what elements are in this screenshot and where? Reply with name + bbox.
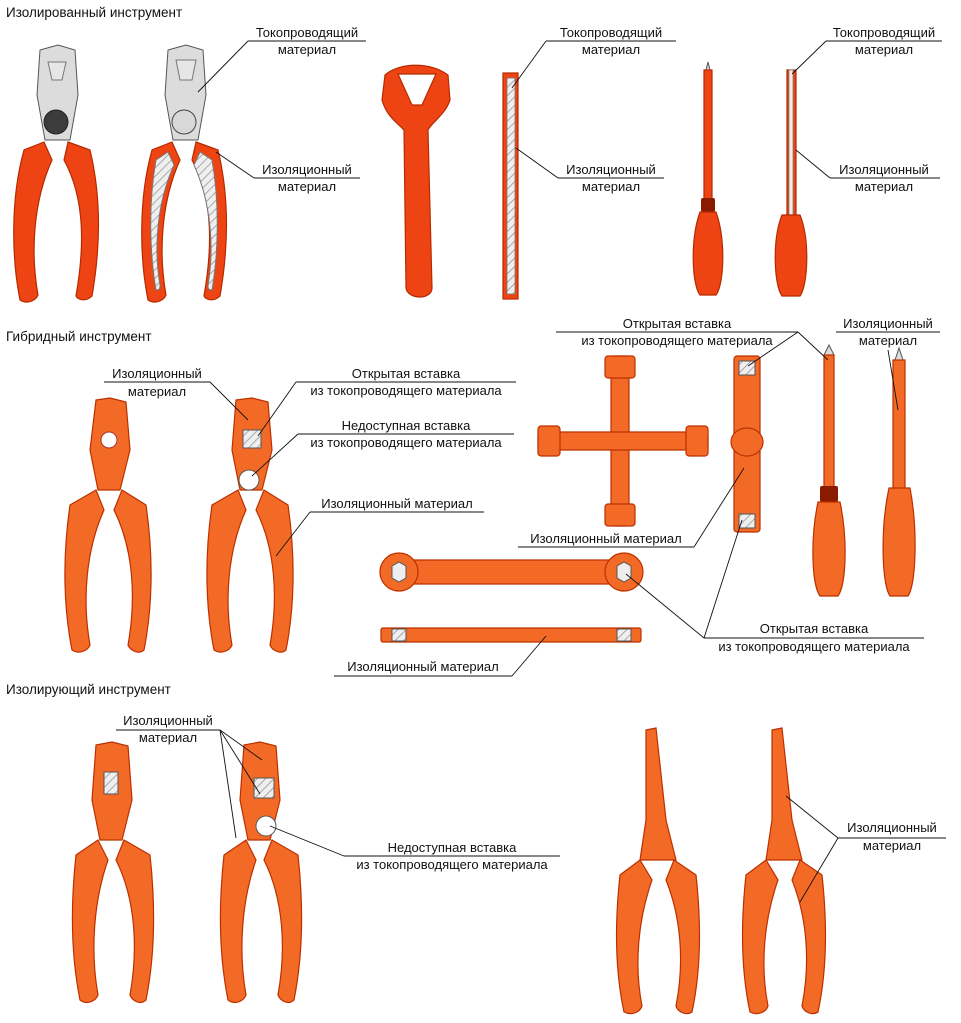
label-insulating-hidden-insert-b: из токопроводящего материала [356,857,548,872]
label-insulating-tool2-a: Изоляционный [847,820,937,835]
insulated-pliers [13,44,100,303]
section-title-insulating: Изолирующий инструмент [6,682,171,697]
label-hybrid-open-insert-b: из токопроводящего материала [310,383,502,398]
insulating-long-nose-pliers-section [741,727,827,1015]
label-conductive-material-3a: Токопроводящий [833,25,935,40]
label-conductive-material-1a: Токопроводящий [256,25,358,40]
insulated-screwdriver [692,61,724,296]
insulated-wrench [381,64,451,298]
label-insulating-material-1a: Изоляционный [262,162,352,177]
label-hybrid-insulating-b: материал [128,384,186,399]
hybrid-cross-key-section [730,355,764,533]
label-conductive-material-3b: материал [855,42,913,57]
label-insulating-hidden-insert-a: Недоступная вставка [388,840,518,855]
label-hybrid-open-insert-a: Открытая вставка [352,366,461,381]
label-hybrid-open-insert2-a: Открытая вставка [623,316,732,331]
section-title-hybrid: Гибридный инструмент [6,329,152,344]
hybrid-cross-key [537,355,709,527]
hybrid-box-wrench [379,552,644,592]
label-hybrid-insulating5: Изоляционный материал [347,659,498,674]
label-hybrid-insulating3-a: Изоляционный [843,316,933,331]
hybrid-screwdriver-section [882,346,916,597]
label-conductive-material-1b: материал [278,42,336,57]
label-insulating-tool-a: Изоляционный [123,713,213,728]
label-hybrid-insulating-a: Изоляционный [112,366,202,381]
hybrid-screwdriver [812,343,846,597]
label-hybrid-insulating4: Изоляционный материал [530,531,681,546]
insulated-screwdriver-section [774,69,808,297]
insulating-long-nose-pliers [615,727,701,1015]
label-hybrid-open-insert2-b: из токопроводящего материала [581,333,773,348]
hybrid-pliers [64,397,152,653]
label-conductive-material-2b: материал [582,42,640,57]
label-hybrid-insulating3-b: материал [859,333,917,348]
insulating-pliers-section [219,741,303,1004]
hybrid-pliers-section [206,397,294,653]
insulating-pliers [71,741,155,1004]
label-hybrid-open-insert3-a: Открытая вставка [760,621,869,636]
label-hybrid-insulating-full: Изоляционный материал [321,496,472,511]
insulated-wrench-section [502,72,519,300]
label-insulating-material-2b: материал [582,179,640,194]
label-insulating-material-1b: материал [278,179,336,194]
label-insulating-material-2a: Изоляционный [566,162,656,177]
hybrid-box-wrench-section [380,627,642,643]
label-hybrid-hidden-insert-b: из токопроводящего материала [310,435,502,450]
label-insulating-tool-b: материал [139,730,197,745]
label-hybrid-hidden-insert-a: Недоступная вставка [342,418,472,433]
label-insulating-material-3b: материал [855,179,913,194]
label-insulating-tool2-b: материал [863,838,921,853]
label-hybrid-open-insert3-b: из токопроводящего материала [718,639,910,654]
insulated-pliers-section [141,44,228,303]
label-insulating-material-3a: Изоляционный [839,162,929,177]
section-title-insulated: Изолированный инструмент [6,5,182,20]
label-conductive-material-2a: Токопроводящий [560,25,662,40]
